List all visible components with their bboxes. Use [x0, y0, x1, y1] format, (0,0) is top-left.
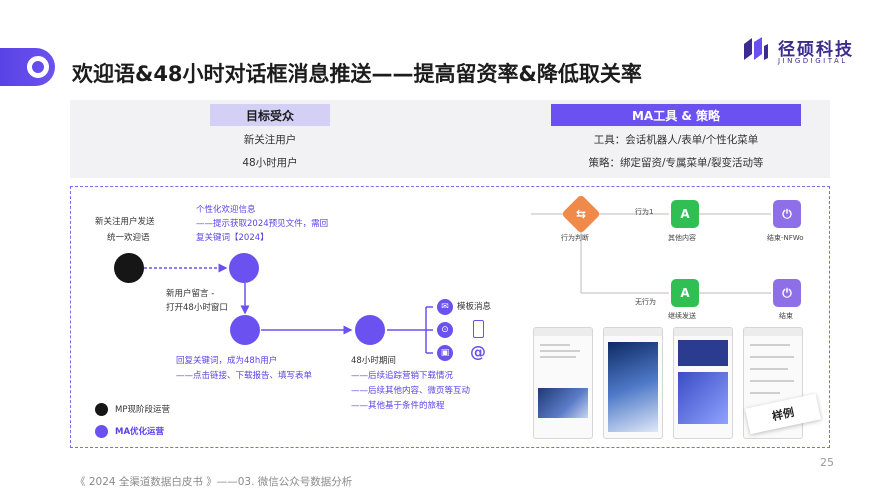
- end-node-1: ⏻: [773, 200, 801, 228]
- logo-text-cn: 径硕科技: [778, 40, 854, 60]
- reply-line2: ——点击链接、下载报告、填写表单: [176, 371, 313, 381]
- other-content-node: A: [671, 200, 699, 228]
- phone-sample-1: [533, 327, 593, 439]
- legend-ma-label: MA优化运营: [115, 427, 165, 437]
- phone-sample-3: [673, 327, 733, 439]
- legend-ma-dot: [95, 425, 108, 438]
- h48-line3: ——其他基于条件的旅程: [351, 401, 445, 411]
- no-behavior-label: 无行为: [635, 298, 656, 306]
- h48-title: 48小时期间: [351, 356, 396, 366]
- ring-icon: [27, 56, 49, 78]
- continue-send-label: 继续发送: [668, 312, 696, 320]
- flow-connectors: [144, 213, 771, 354]
- end1-label: 结束-NFWo: [767, 234, 804, 242]
- phone-sample-2: [603, 327, 663, 439]
- page-number: 25: [820, 456, 834, 469]
- end2-label: 结束: [779, 312, 793, 320]
- flow-diagram: 新关注用户发送 统一欢迎语 个性化欢迎信息 ——提示获取2024预见文件，需回 …: [70, 186, 830, 448]
- phone-icon: [473, 320, 484, 338]
- tools-row: 工具：会话机器人/表单/个性化菜单: [593, 134, 759, 146]
- message-label-line1: 新用户留言 -: [166, 289, 215, 299]
- template-msg-label: 模板消息: [457, 302, 492, 312]
- logo-text-en: JINGDIGITAL: [778, 57, 848, 65]
- end-node-2: ⏻: [773, 279, 801, 307]
- link-icon: ⊙: [437, 322, 453, 338]
- legend-mp-dot: [95, 403, 108, 416]
- behavior-judge-label: 行为判断: [561, 234, 589, 242]
- legend-mp-label: MP现阶段运营: [115, 405, 170, 415]
- h48-line2: ——后续其他内容、微页等互动: [351, 386, 471, 396]
- message-label-line2: 打开48小时窗口: [166, 303, 228, 313]
- target-audience-header: 目标受众: [210, 104, 330, 126]
- image-icon: ▣: [437, 345, 453, 361]
- h48-line1: ——后续追踪营销下载情况: [351, 371, 454, 381]
- audience-row: 新关注用户: [243, 134, 297, 146]
- logo-mark-icon: [744, 37, 768, 60]
- continue-send-node: A: [671, 279, 699, 307]
- welcome-line2: ——提示获取2024预见文件，需回: [196, 219, 329, 229]
- other-content-label: 其他内容: [668, 234, 696, 242]
- reply-node: [230, 315, 260, 345]
- mp-start-node: [114, 253, 144, 283]
- at-icon: @: [470, 342, 486, 361]
- ma-tools-header: MA工具 & 策略: [551, 104, 801, 126]
- footer-text: 《 2024 全渠道数据白皮书 》——03. 微信公众号数据分析: [75, 476, 353, 488]
- welcome-line3: 复关键词【2024】: [196, 233, 269, 243]
- start-label-line1: 新关注用户发送: [95, 217, 155, 227]
- audience-tools-table: 目标受众 MA工具 & 策略 新关注用户 48小时用户 工具：会话机器人/表单/…: [70, 100, 830, 178]
- template-msg-icon: ✉: [437, 299, 453, 315]
- welcome-title: 个性化欢迎信息: [196, 205, 256, 215]
- company-logo: 径硕科技 JINGDIGITAL: [740, 34, 860, 74]
- audience-row: 48小时用户: [242, 157, 298, 169]
- h48-node: [355, 315, 385, 345]
- start-label-line2: 统一欢迎语: [107, 233, 150, 243]
- welcome-node: [229, 253, 259, 283]
- reply-line1: 回复关键词，成为48h用户: [176, 356, 278, 366]
- page-title: 欢迎语&48小时对话框消息推送——提高留资率&降低取关率: [72, 62, 642, 86]
- behavior1-label: 行为1: [635, 208, 654, 216]
- strategy-row: 策略：绑定留资/专属菜单/裂变活动等: [588, 157, 764, 169]
